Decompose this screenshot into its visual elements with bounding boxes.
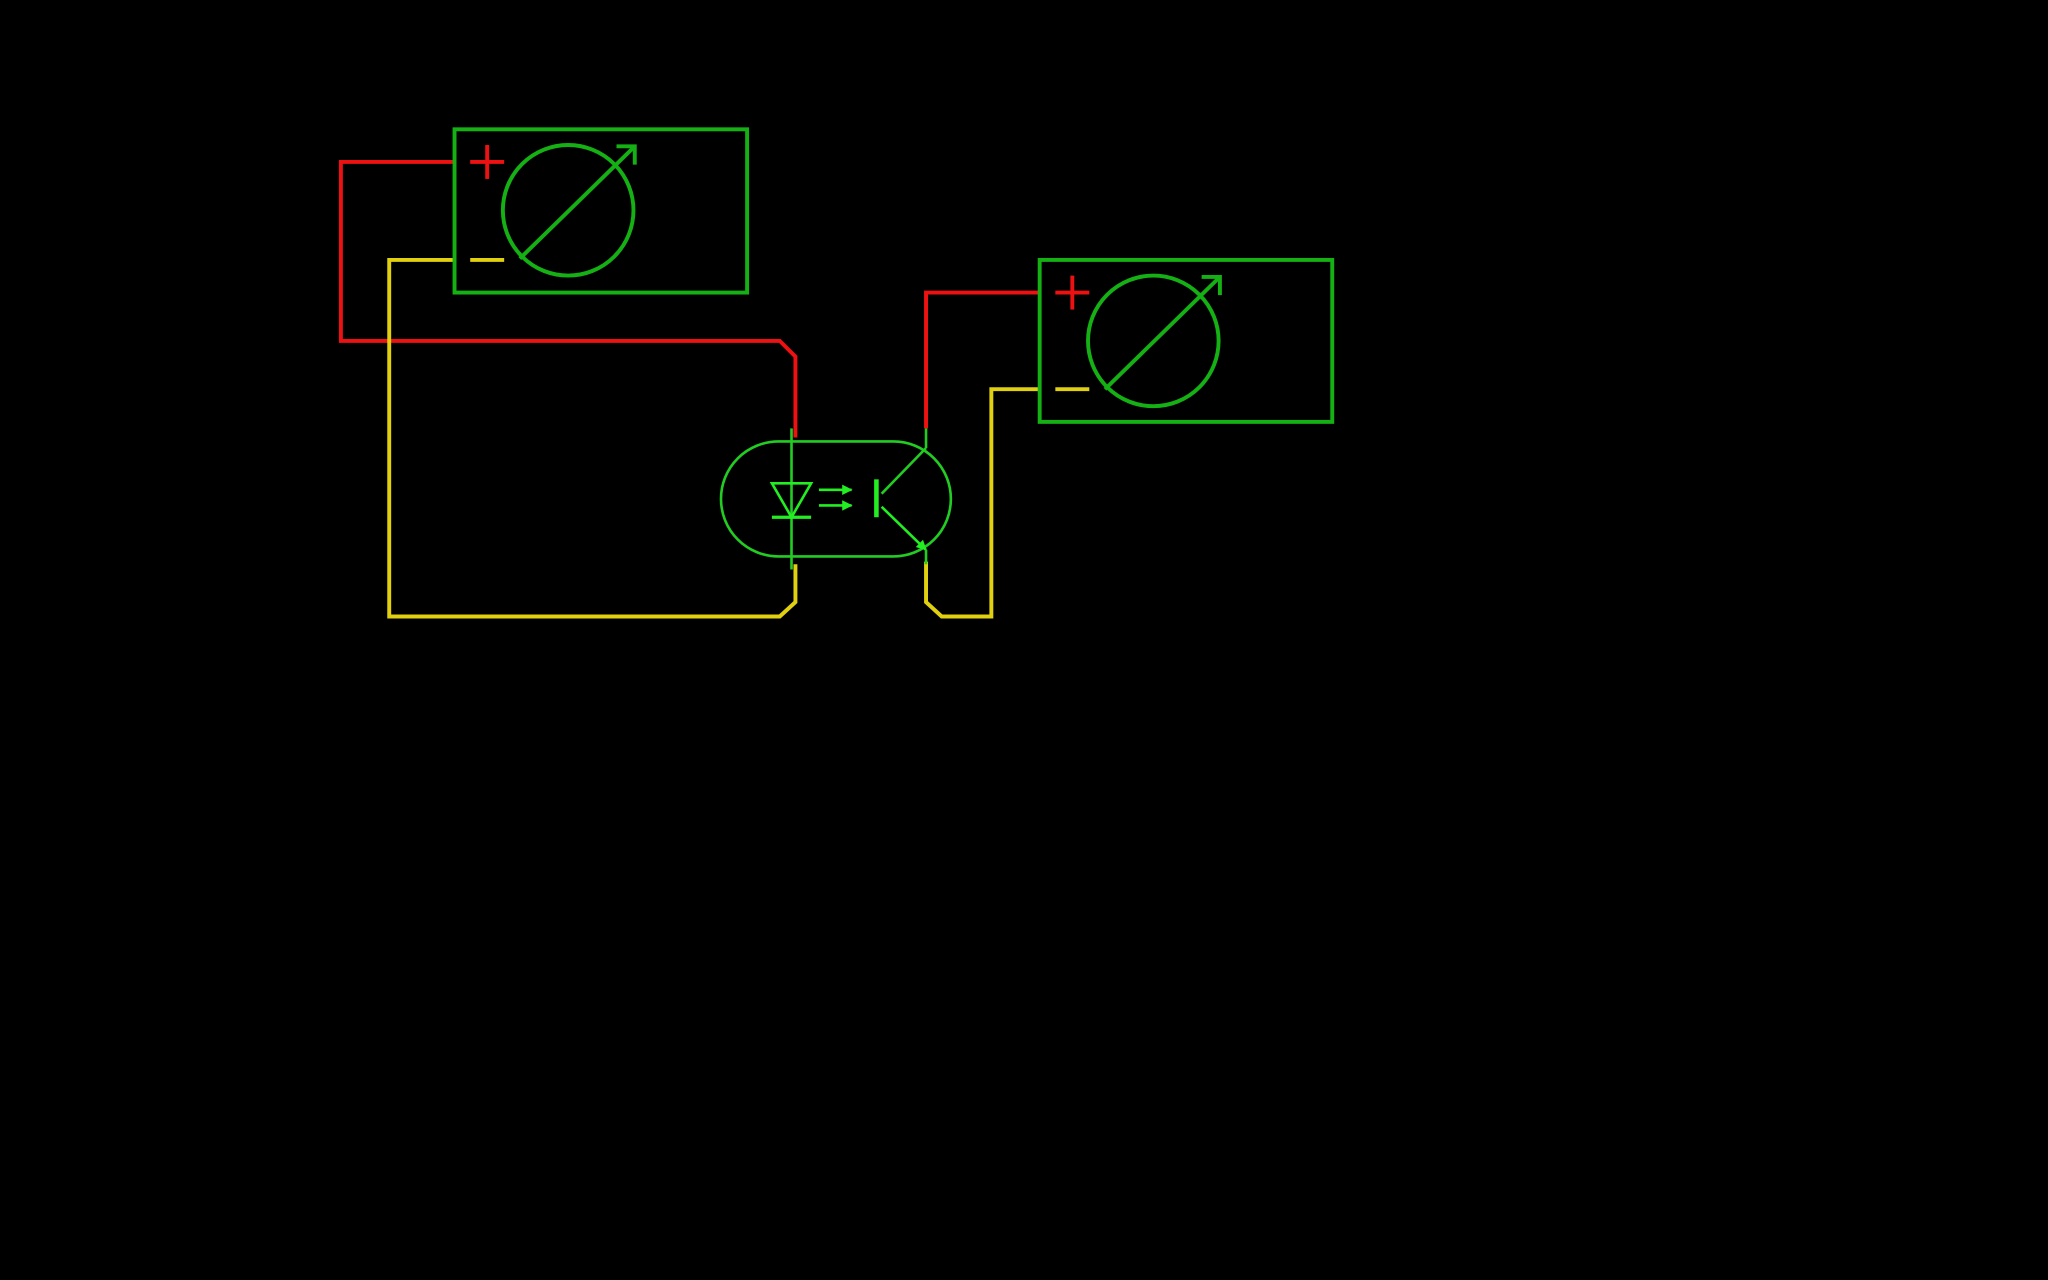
negative-wire-input[interactable] [387,257,798,619]
adjust-arrow-icon [518,144,637,261]
positive-wire-input[interactable] [338,160,798,438]
negative-wire-output[interactable] [924,387,1040,619]
adjust-arrow-icon [1103,274,1222,391]
meter-input[interactable] [452,127,750,295]
plus-terminal-icon [1055,275,1090,310]
light-emission-arrows-icon [818,484,853,511]
meter-dial-icon [1086,273,1221,409]
optocoupler-package [719,440,953,558]
meter-body [1037,257,1335,424]
positive-wire-output[interactable] [924,290,1040,429]
meter-output[interactable] [1037,257,1335,424]
meter-dial-icon [500,143,636,278]
optocoupler[interactable] [719,428,953,570]
led-diode-icon [769,428,814,570]
plus-terminal-icon [470,144,505,179]
phototransistor-icon [874,428,928,565]
meter-body [452,127,750,295]
